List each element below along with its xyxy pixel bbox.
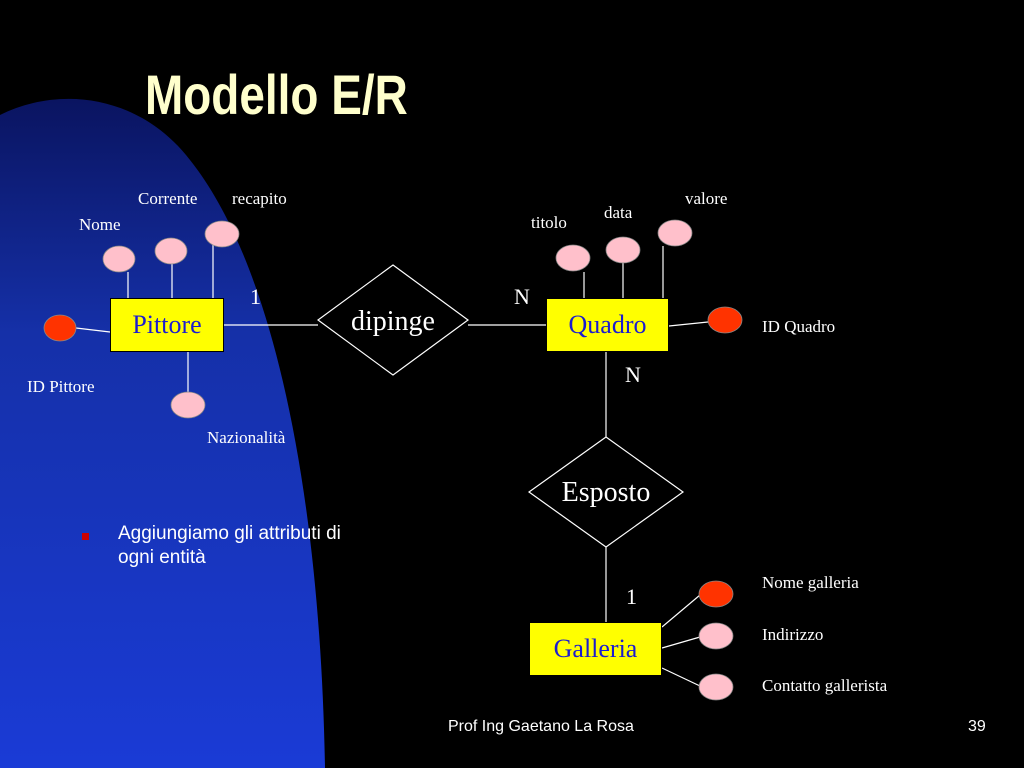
relationship-dipinge-label: dipinge <box>351 306 435 337</box>
connector-galleria-nome <box>661 594 701 628</box>
page-number: 39 <box>968 718 986 735</box>
key-attribute-nome-galleria-circle <box>698 580 734 608</box>
entity-quadro: Quadro <box>546 298 669 352</box>
connector-galleria-contatto <box>661 667 701 687</box>
attribute-id-quadro-label: ID Quadro <box>762 317 836 336</box>
attribute-corrente-label: Corrente <box>138 189 198 208</box>
connector-quadro-id <box>668 321 709 327</box>
entity-galleria: Galleria <box>529 622 662 676</box>
key-attribute-id-pittore-circle <box>43 314 77 342</box>
cardinality-galleria-esposto: 1 <box>626 584 637 609</box>
cardinality-quadro-esposto: N <box>625 362 641 387</box>
cardinality-quadro-dipinge: N <box>514 284 530 309</box>
entity-pittore: Pittore <box>110 298 224 352</box>
attribute-nome-label: Nome <box>79 215 121 234</box>
attribute-contatto-circle <box>698 673 734 701</box>
attribute-nazionalita-circle <box>170 391 206 419</box>
bullet-text: Aggiungiamo gli attributi di ogni entità <box>118 523 341 568</box>
attribute-nome-galleria-label: Nome galleria <box>762 573 859 592</box>
connector-pittore-id <box>75 327 111 333</box>
slide-title: Modello E/R <box>145 63 408 126</box>
attribute-data-circle <box>605 236 641 264</box>
attribute-nazionalita-label: Nazionalità <box>207 428 286 447</box>
attribute-data-label: data <box>604 203 633 222</box>
attribute-valore-circle <box>657 219 693 247</box>
attribute-valore-label: valore <box>685 189 728 208</box>
attribute-nome-circle <box>102 245 136 273</box>
relationship-dipinge-shape <box>316 264 470 376</box>
cardinality-pittore-dipinge: 1 <box>250 284 261 309</box>
attribute-titolo-label: titolo <box>531 213 567 232</box>
attribute-contatto-label: Contatto gallerista <box>762 676 888 695</box>
footer-author: Prof Ing Gaetano La Rosa <box>448 718 634 735</box>
relationship-esposto-label: Esposto <box>561 477 651 508</box>
key-attribute-id-quadro-circle <box>707 306 743 334</box>
relationship-esposto-shape <box>527 436 685 548</box>
connector-galleria-indirizzo <box>661 636 701 649</box>
attribute-id-pittore-label: ID Pittore <box>27 377 95 396</box>
attribute-titolo-circle <box>555 244 591 272</box>
attribute-corrente-circle <box>154 237 188 265</box>
bullet-marker-icon <box>82 533 89 540</box>
attribute-recapito-label: recapito <box>232 189 287 208</box>
attribute-recapito-circle <box>204 220 240 248</box>
attribute-indirizzo-circle <box>698 622 734 650</box>
attribute-indirizzo-label: Indirizzo <box>762 625 824 644</box>
